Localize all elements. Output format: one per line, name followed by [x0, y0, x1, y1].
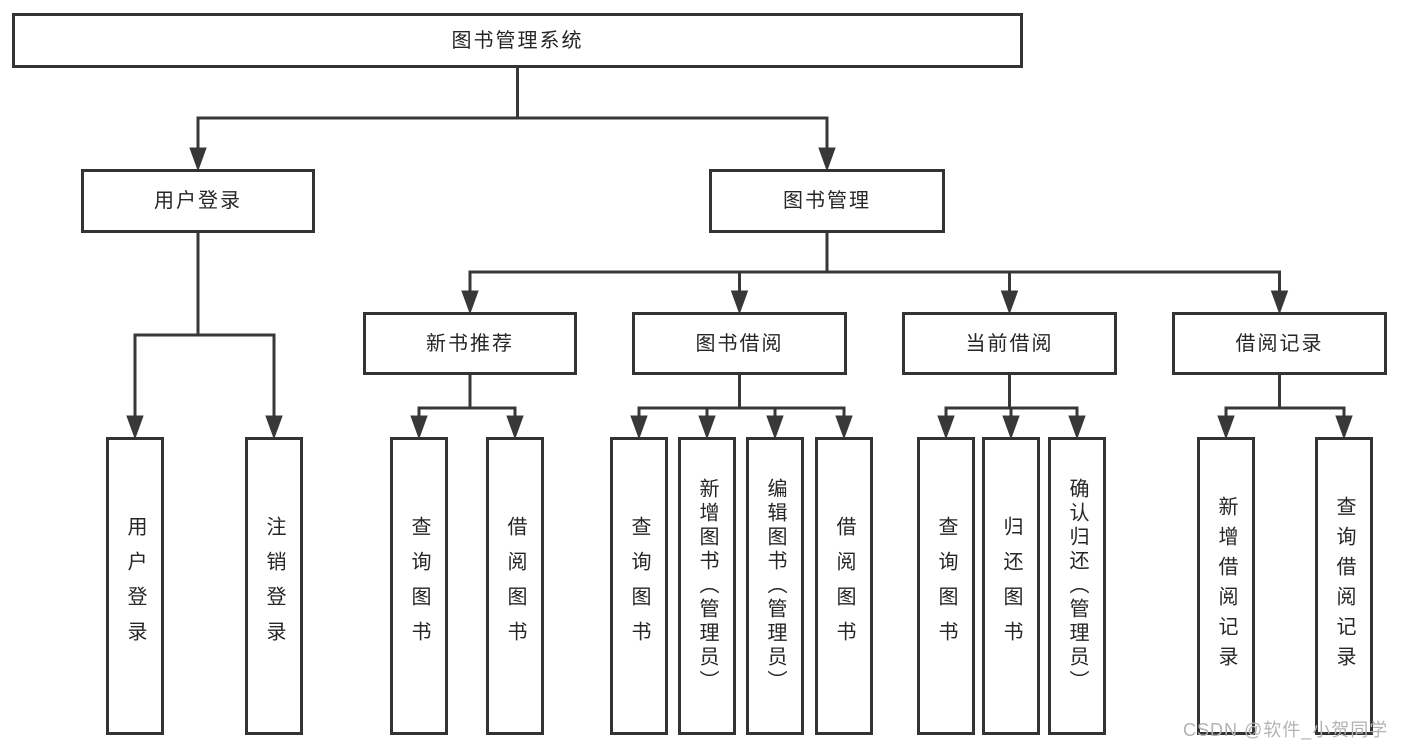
- node-label: 查询图书: [408, 516, 430, 656]
- node-root: 图书管理系统: [12, 13, 1023, 68]
- arrowhead-icon: [698, 415, 716, 440]
- node-label: 图书管理: [783, 190, 871, 212]
- node-new-books: 新书推荐: [363, 312, 577, 375]
- arrowhead-icon: [265, 415, 283, 440]
- node-leaf-cb-return: 归还图书: [982, 437, 1040, 735]
- node-label: 查询图书: [935, 516, 957, 656]
- node-label: 编辑图书（管理员）: [764, 478, 786, 694]
- node-label: 图书借阅: [695, 332, 784, 355]
- arrowhead-icon: [1068, 415, 1086, 440]
- arrowhead-icon: [1000, 290, 1019, 315]
- node-leaf-login: 用户登录: [106, 437, 164, 735]
- node-leaf-nb-borrow: 借阅图书: [486, 437, 544, 735]
- node-label: 借阅记录: [1235, 332, 1324, 355]
- node-leaf-br-query: 查询借阅记录: [1315, 437, 1373, 735]
- arrowhead-icon: [1335, 415, 1353, 440]
- watermark: CSDN @软件_小贺同学: [1183, 720, 1389, 740]
- arrowhead-icon: [1002, 415, 1020, 440]
- arrowhead-icon: [835, 415, 853, 440]
- node-label: 新书推荐: [426, 332, 514, 355]
- node-leaf-bb-add: 新增图书（管理员）: [678, 437, 736, 735]
- node-label: 用户登录: [154, 190, 242, 212]
- node-label: 新增借阅记录: [1215, 496, 1237, 676]
- node-leaf-br-add: 新增借阅记录: [1197, 437, 1255, 735]
- node-label: 新增图书（管理员）: [696, 478, 718, 694]
- node-book-borrow: 图书借阅: [632, 312, 847, 375]
- arrowhead-icon: [818, 147, 836, 172]
- node-label: 借阅图书: [504, 516, 526, 656]
- node-label: 查询借阅记录: [1333, 496, 1355, 676]
- node-label: 注销登录: [263, 516, 285, 656]
- arrowhead-icon: [126, 415, 144, 440]
- node-leaf-bb-query: 查询图书: [610, 437, 668, 735]
- node-label: 确认归还（管理员）: [1066, 478, 1088, 694]
- node-user-login: 用户登录: [81, 169, 315, 233]
- arrowhead-icon: [766, 415, 784, 440]
- node-borrow-records: 借阅记录: [1172, 312, 1387, 375]
- arrowhead-icon: [189, 147, 207, 172]
- node-current-borrow: 当前借阅: [902, 312, 1117, 375]
- node-label: 用户登录: [124, 516, 146, 656]
- arrowhead-icon: [937, 415, 955, 440]
- arrowhead-icon: [1217, 415, 1235, 440]
- arrowhead-icon: [1270, 290, 1289, 315]
- node-label: 查询图书: [628, 516, 650, 656]
- node-leaf-bb-borrow: 借阅图书: [815, 437, 873, 735]
- node-leaf-nb-query: 查询图书: [390, 437, 448, 735]
- node-leaf-cb-confirm: 确认归还（管理员）: [1048, 437, 1106, 735]
- node-label: 图书管理系统: [451, 29, 584, 52]
- node-label: 借阅图书: [833, 516, 855, 656]
- node-label: 归还图书: [1000, 516, 1022, 656]
- arrowhead-icon: [730, 290, 749, 315]
- node-label: 当前借阅: [965, 332, 1054, 355]
- node-leaf-bb-edit: 编辑图书（管理员）: [746, 437, 804, 735]
- arrowhead-icon: [410, 415, 428, 440]
- arrowhead-icon: [461, 290, 479, 315]
- node-book-mgmt: 图书管理: [709, 169, 945, 233]
- node-leaf-logout: 注销登录: [245, 437, 303, 735]
- node-leaf-cb-query: 查询图书: [917, 437, 975, 735]
- arrowhead-icon: [506, 415, 524, 440]
- arrowhead-icon: [630, 415, 648, 440]
